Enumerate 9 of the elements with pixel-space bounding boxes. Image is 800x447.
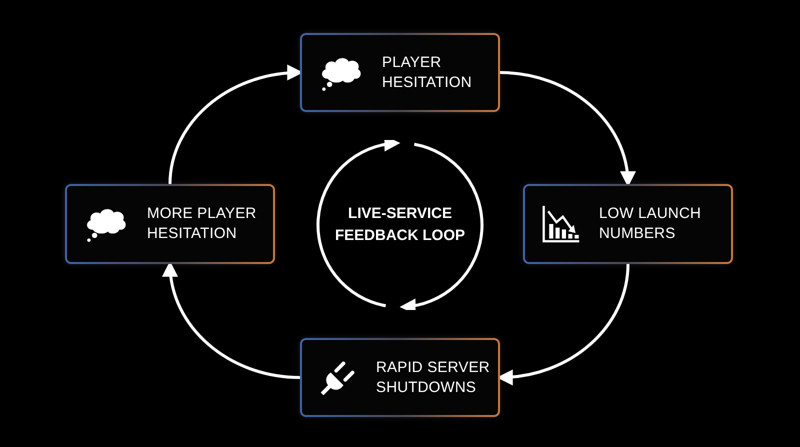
process-box — [523, 184, 733, 264]
step-label: RAPID SERVER SHUTDOWNS — [376, 358, 491, 398]
step-label: LOW LAUNCH NUMBERS — [599, 204, 702, 244]
process-box — [300, 33, 500, 112]
step-label: MORE PLAYER HESITATION — [147, 204, 258, 244]
process-box — [300, 338, 500, 417]
step-label: PLAYER HESITATION — [382, 52, 473, 92]
loop-title: LIVE-SERVICE FEEDBACK LOOP — [335, 204, 465, 246]
process-box — [65, 184, 275, 264]
